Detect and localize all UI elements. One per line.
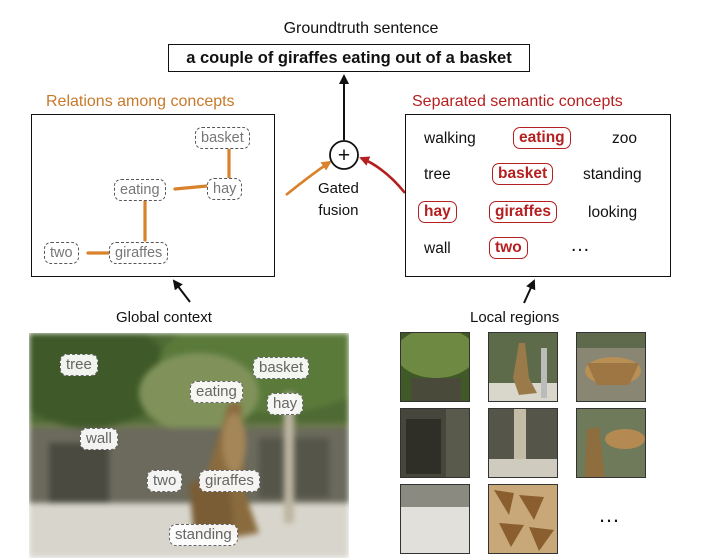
gated-fusion-line2: fusion xyxy=(318,202,359,219)
region-thumb xyxy=(400,332,470,402)
global-to-relations-arrow xyxy=(172,279,191,303)
region-thumb xyxy=(576,408,646,478)
concept-giraffes: giraffes xyxy=(489,201,557,223)
edge-eating-hay xyxy=(173,184,209,191)
relations-panel: basket hay eating two giraffes xyxy=(31,114,275,277)
concept-standing: standing xyxy=(583,166,642,183)
region-thumb xyxy=(400,408,470,478)
region-thumb xyxy=(576,332,646,402)
semantic-panel: walking eating zoo tree basket standing … xyxy=(405,114,671,277)
relations-title: Relations among concepts xyxy=(46,93,235,110)
tag-hay: hay xyxy=(267,393,304,415)
tag-standing: standing xyxy=(169,524,238,546)
local-regions-ellipsis: … xyxy=(598,502,622,527)
groundtruth-sentence-box: a couple of giraffes eating out of a bas… xyxy=(168,44,530,72)
node-basket: basket xyxy=(195,127,250,149)
tag-giraffes: giraffes xyxy=(199,470,260,492)
concept-two: two xyxy=(489,237,528,259)
gated-fusion-line1: Gated xyxy=(318,180,359,197)
semantic-to-fusion-arrow xyxy=(359,156,407,194)
concept-walking: walking xyxy=(424,130,476,147)
semantic-title: Separated semantic concepts xyxy=(412,93,623,110)
concept-ellipsis: … xyxy=(570,234,590,256)
gated-fusion-label: Gated fusion xyxy=(318,178,359,222)
relations-edges xyxy=(86,145,231,255)
concept-tree: tree xyxy=(424,166,451,183)
region-thumb xyxy=(488,332,558,402)
node-two: two xyxy=(44,242,79,264)
relations-to-fusion-arrow xyxy=(285,160,332,197)
tag-wall: wall xyxy=(80,428,118,450)
node-giraffes: giraffes xyxy=(109,242,169,264)
groundtruth-title: Groundtruth sentence xyxy=(283,20,439,37)
tag-eating: eating xyxy=(190,381,243,403)
local-to-semantic-arrow xyxy=(523,279,536,304)
global-context-image: tree basket eating hay wall two giraffes… xyxy=(29,333,349,558)
region-thumb xyxy=(488,484,558,554)
concept-hay: hay xyxy=(418,201,457,223)
concept-zoo: zoo xyxy=(612,130,637,147)
node-hay: hay xyxy=(207,178,243,200)
tag-two: two xyxy=(147,470,183,492)
fusion-plus-icon: + xyxy=(338,144,350,167)
region-thumb xyxy=(400,484,470,554)
concept-eating: eating xyxy=(513,127,571,149)
region-thumb xyxy=(488,408,558,478)
tag-basket: basket xyxy=(253,357,310,379)
concept-wall: wall xyxy=(424,240,451,257)
concept-looking: looking xyxy=(588,204,638,221)
node-eating: eating xyxy=(114,179,166,201)
concept-basket: basket xyxy=(492,163,554,185)
global-context-caption: Global context xyxy=(116,309,212,326)
groundtruth-sentence: a couple of giraffes eating out of a bas… xyxy=(186,48,512,67)
tag-tree: tree xyxy=(60,354,98,376)
local-regions-caption: Local regions xyxy=(470,309,560,326)
fusion-circle xyxy=(329,140,359,170)
